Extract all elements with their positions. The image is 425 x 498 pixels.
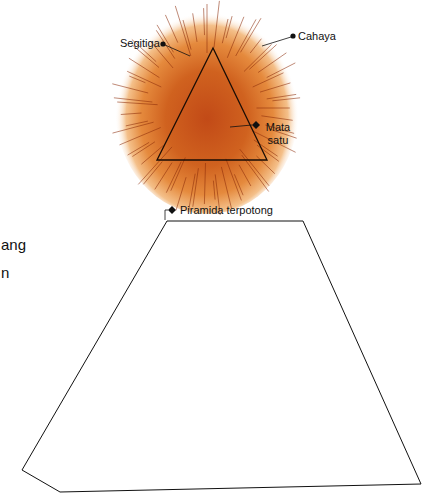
light-ray (257, 108, 290, 109)
light-ray (143, 162, 162, 185)
bracket (165, 210, 168, 220)
part-label: Piramida terpotong (180, 204, 273, 217)
light-ray (166, 162, 181, 193)
light-ray (132, 142, 155, 157)
light-ray (239, 165, 251, 186)
light-ray (121, 113, 142, 115)
label-dot (290, 33, 295, 38)
light-ray (129, 76, 145, 83)
light-ray (241, 18, 262, 52)
light-ray (221, 167, 231, 209)
light-ray (203, 8, 205, 35)
light-ray (175, 6, 191, 56)
leader-line (165, 45, 190, 56)
light-ray (261, 116, 292, 121)
light-ray (207, 4, 208, 53)
light-ray (204, 163, 205, 204)
light-ray (127, 71, 161, 87)
triangle (157, 48, 267, 160)
part-label: Segitiga (120, 37, 160, 50)
light-ray (213, 181, 215, 200)
light-ray (244, 44, 272, 71)
light-ray (214, 1, 219, 48)
light-ray (126, 121, 148, 126)
light-ray (226, 16, 232, 38)
light-ray (267, 63, 296, 78)
part-label: Cahaya (298, 30, 336, 43)
cut-text: n (1, 264, 9, 281)
label-diamond (252, 121, 260, 129)
light-ray (249, 45, 276, 70)
light-ray (112, 84, 148, 93)
cut-text: ang (1, 236, 26, 253)
label-dot (160, 41, 165, 46)
light-rays (112, 1, 300, 215)
light-ray (183, 20, 191, 50)
truncated-pyramid (22, 221, 421, 492)
leader-line (262, 37, 291, 46)
light-ray (193, 13, 197, 42)
light-ray (236, 19, 256, 56)
light-ray (155, 163, 172, 190)
light-ray (165, 15, 177, 43)
light-ray (250, 39, 261, 53)
label-diamond (168, 206, 176, 214)
light-glow (115, 2, 299, 214)
light-ray (253, 73, 284, 87)
light-ray (128, 142, 150, 155)
light-ray (114, 98, 152, 102)
leader-line (230, 125, 252, 127)
light-ray (222, 19, 228, 43)
light-ray (272, 98, 300, 101)
light-ray (171, 158, 186, 191)
part-label: Mata satu (261, 121, 295, 146)
light-ray (260, 83, 290, 92)
